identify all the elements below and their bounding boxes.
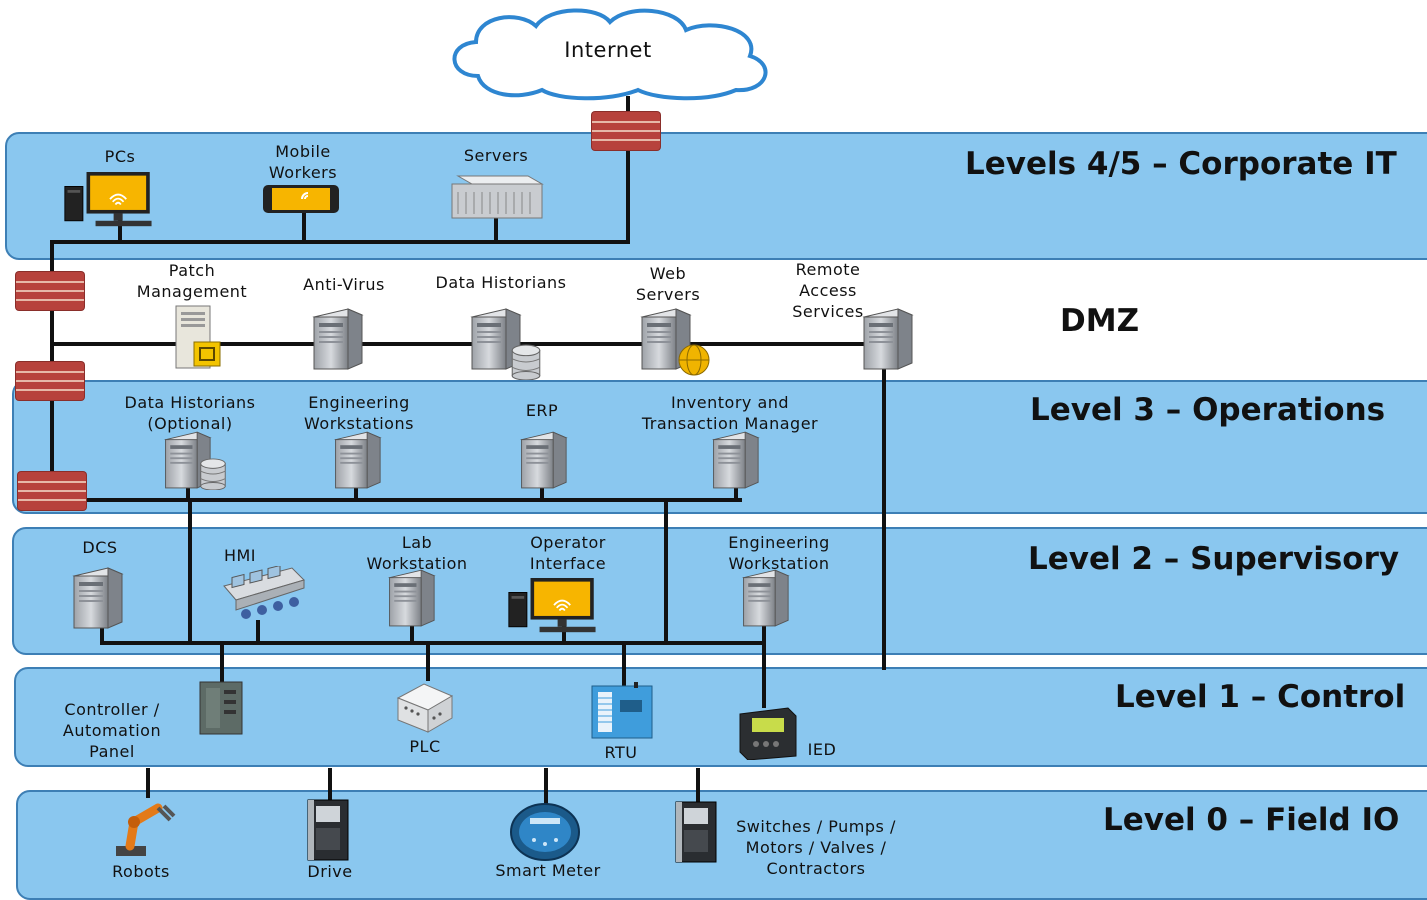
internet-label: Internet — [564, 38, 652, 62]
band-control — [14, 667, 1427, 767]
erp-label: ERP — [525, 401, 559, 420]
hmi-label: HMI — [223, 546, 257, 565]
dcs-server-icon — [68, 566, 124, 632]
controller-label: Controller / Automation Panel — [62, 700, 162, 761]
mobile-device-icon — [262, 184, 340, 214]
inventory-server-icon — [708, 430, 760, 492]
lab-workstation-label: Lab Workstation — [366, 533, 468, 573]
patch-management-icon — [172, 304, 224, 372]
web-servers-label: Web Servers — [635, 264, 701, 304]
level-1-title: Level 1 – Control — [1115, 679, 1406, 715]
robots-link — [146, 768, 150, 798]
meter-link — [544, 768, 548, 804]
plc-icon — [394, 680, 456, 734]
ied-icon — [738, 706, 798, 760]
dmz-title: DMZ — [1060, 303, 1140, 339]
supervisory-bus — [100, 641, 766, 645]
dcs-label: DCS — [82, 538, 118, 557]
anti-virus-label: Anti-Virus — [303, 275, 385, 294]
controller-link — [220, 643, 224, 683]
dmz-bus — [52, 342, 886, 346]
pcs-label: PCs — [104, 147, 136, 166]
supervisory-engineering-label: Engineering Workstation — [728, 533, 830, 573]
supervisory-engineering-server-icon — [738, 568, 790, 630]
patch-management-label: Patch Management — [136, 261, 248, 301]
drive-label: Drive — [307, 862, 353, 881]
hmi-console-icon — [222, 566, 306, 622]
level-4-5-title: Levels 4/5 – Corporate IT — [965, 146, 1397, 182]
ops-erp-drop — [540, 480, 544, 500]
ops-inv-drop — [734, 480, 738, 500]
switches-pumps-label: Switches / Pumps / Motors / Valves / Con… — [736, 817, 896, 878]
hmi-drop — [256, 620, 260, 644]
ops-eng-drop — [354, 480, 358, 500]
remote-access-server-icon — [858, 306, 914, 374]
rtu-label: RTU — [604, 743, 638, 762]
band-field-io — [16, 790, 1427, 900]
switches-link — [696, 768, 700, 802]
plc-label: PLC — [409, 737, 441, 756]
smart-meter-icon — [508, 802, 582, 862]
drive-icon — [304, 798, 352, 862]
servers-label: Servers — [463, 146, 529, 165]
operator-monitor-icon — [506, 578, 602, 634]
server-rack-icon — [448, 168, 544, 220]
level-3-title: Level 3 – Operations — [1030, 392, 1386, 428]
dcs-drop — [100, 622, 104, 644]
operations-bus — [52, 498, 742, 502]
ops-engineering-server-icon — [330, 430, 382, 492]
switches-drive-icon — [672, 800, 720, 864]
pcs-drop — [118, 220, 122, 242]
operator-drop — [562, 622, 566, 644]
remote-access-label: Remote Access Services — [792, 260, 864, 321]
band-corporate-it — [5, 132, 1427, 260]
ied-label: IED — [807, 740, 837, 759]
lab-drop — [410, 622, 414, 644]
pc-icon — [62, 172, 158, 228]
anti-virus-server-icon — [308, 306, 364, 374]
level-2-title: Level 2 – Supervisory — [1028, 541, 1400, 577]
lab-workstation-server-icon — [384, 568, 436, 630]
ops-hist-drop — [186, 480, 190, 500]
ops-to-sup-right — [664, 500, 668, 644]
servers-drop — [494, 216, 498, 242]
inventory-label: Inventory and Transaction Manager — [641, 393, 819, 433]
robot-arm-icon — [108, 796, 178, 860]
plc-link — [426, 643, 430, 681]
internet-uplink — [626, 96, 630, 244]
globe-icon — [676, 342, 712, 378]
robots-label: Robots — [112, 862, 170, 881]
firewall-internet-icon — [592, 112, 660, 150]
rtu-icon — [590, 682, 654, 740]
firewall-corporate-dmz-icon — [16, 272, 84, 310]
smart-meter-label: Smart Meter — [495, 861, 601, 880]
ops-engineering-label: Engineering Workstations — [304, 393, 414, 433]
ops-database-icon — [198, 458, 228, 490]
drive-link — [328, 768, 332, 800]
operator-interface-label: Operator Interface — [529, 533, 607, 573]
mobile-workers-label: Mobile Workers — [268, 142, 338, 182]
level-0-title: Level 0 – Field IO — [1103, 802, 1400, 838]
rtu-link — [622, 643, 626, 687]
firewall-operations-icon — [18, 472, 86, 510]
controller-icon — [198, 680, 244, 736]
eng-ws-drop — [762, 622, 766, 708]
mobile-drop — [302, 212, 306, 242]
firewall-dmz-operations-icon — [16, 362, 84, 400]
erp-server-icon — [516, 430, 568, 492]
dmz-remote-drop — [882, 344, 886, 670]
corporate-bus — [52, 240, 630, 244]
internet-cloud-icon — [438, 6, 780, 102]
dmz-data-historians-label: Data Historians — [435, 273, 567, 292]
ops-to-sup-left — [188, 500, 192, 644]
ops-data-historians-label: Data Historians (Optional) — [124, 393, 256, 433]
dmz-database-icon — [510, 344, 542, 380]
